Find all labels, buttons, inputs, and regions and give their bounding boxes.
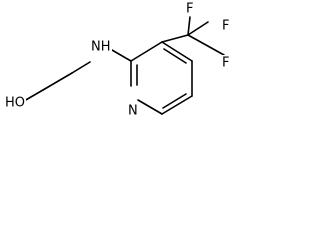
hydroxyl-label-bg [4, 96, 26, 111]
bond-ring-cf3 [161, 34, 189, 43]
bond-ring-double-c3-c4 [163, 48, 187, 64]
fluorine-bottom-label: F [222, 56, 229, 71]
bond-c-f-top [187, 16, 191, 36]
bond-c1-c2 [42, 72, 73, 91]
fluorine-right-label: F [222, 19, 229, 34]
bond-ring-c5-c6 [161, 95, 193, 115]
bond-ring-c3-c4 [161, 41, 193, 62]
fluorine-bottom-label-bg [221, 55, 232, 70]
bond-ring-c2-c3 [130, 41, 163, 62]
bond-lines [23, 16, 225, 115]
bond-c2-n [71, 61, 91, 74]
bond-c-f-left [187, 21, 209, 36]
ring-nitrogen-label: N [128, 104, 138, 119]
fluorine-top-label-bg [185, 1, 196, 16]
atom-labels: HO NH N F F F [4, 1, 232, 119]
amine-label-bg [90, 40, 112, 55]
amine-label: NH [91, 40, 111, 55]
hydroxyl-label: HO [5, 96, 25, 111]
fluorine-right-label-bg [221, 18, 232, 33]
bond-ring-double-c5-c6 [162, 93, 187, 109]
bond-c-f-right [187, 34, 225, 56]
chemical-structure-diagram: HO NH N F F F [4, 1, 232, 119]
ring-nitrogen-label-bg [126, 103, 138, 118]
bond-ring-c6-n [137, 99, 163, 115]
fluorine-top-label: F [186, 2, 193, 17]
bond-n-ring [111, 49, 132, 62]
bond-o-c1 [23, 89, 44, 102]
